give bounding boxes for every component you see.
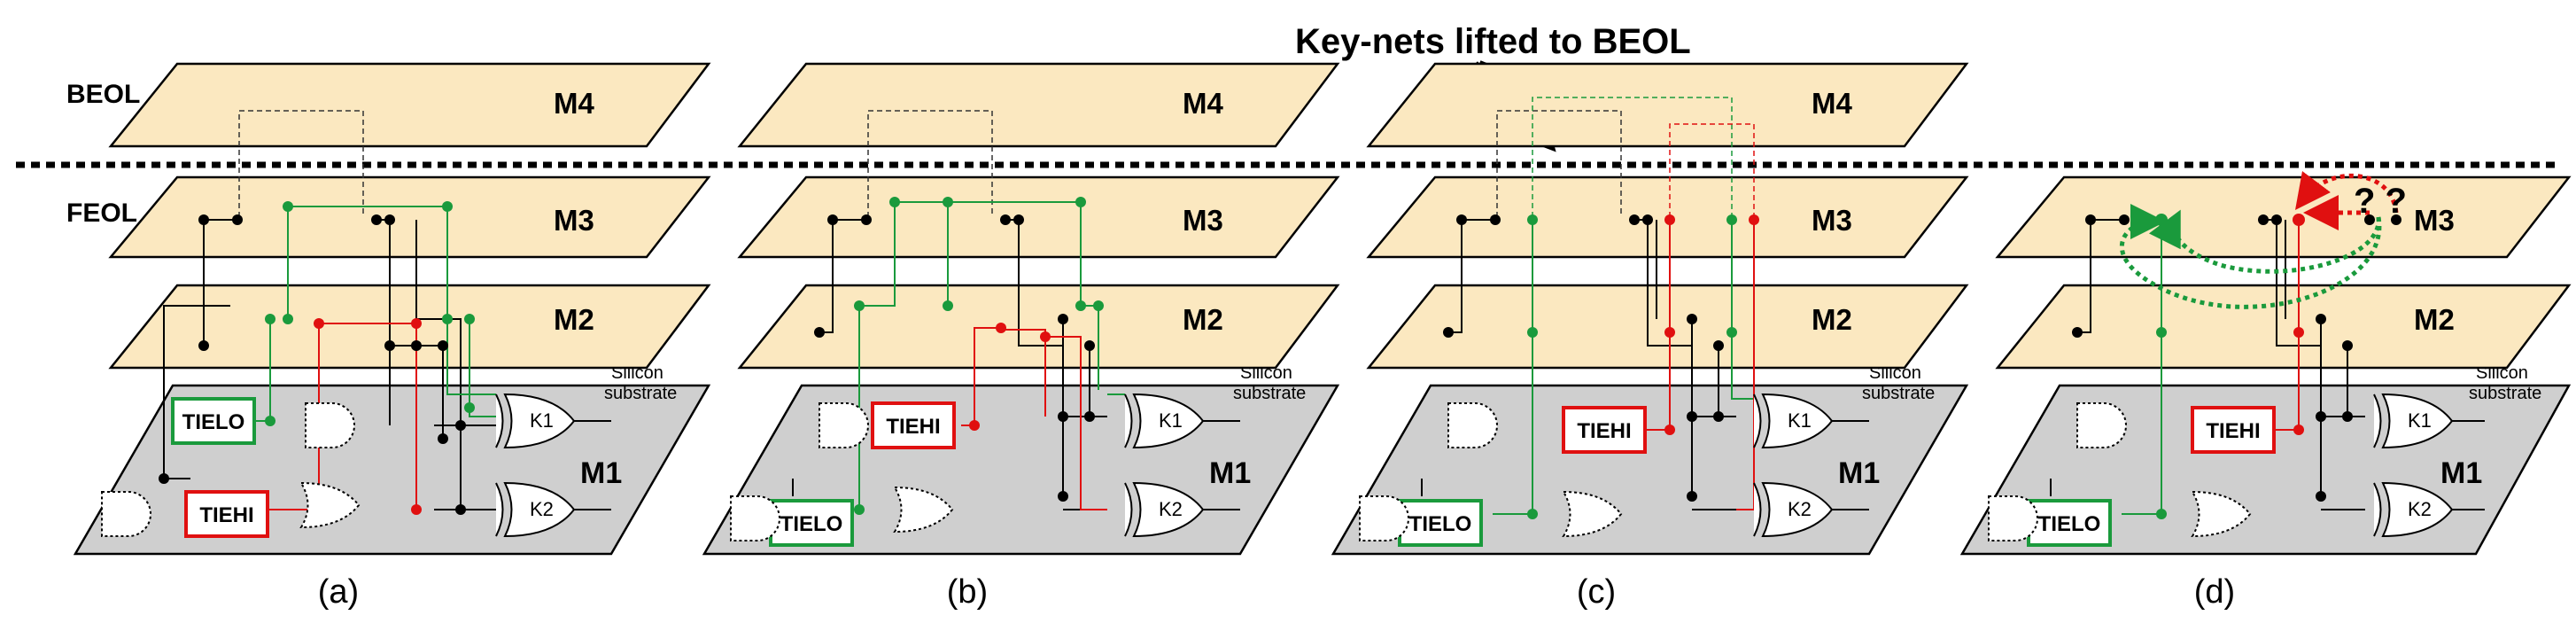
m4-dashed-route-black (1496, 110, 1622, 217)
tie-cell-top (171, 397, 256, 445)
green-guess-arrow (2120, 204, 2382, 309)
m3-layer (108, 175, 711, 259)
m4-dashed-route-red (1669, 123, 1755, 217)
xor-gate-k2 (1753, 481, 1834, 538)
feol-label: FEOL (66, 199, 137, 228)
tie-cell-top (871, 401, 956, 449)
m1-label: M1 (580, 456, 622, 490)
xor-gate-k2 (2373, 481, 2454, 538)
m4-layer (737, 62, 1340, 148)
green-guess-arrow-2 (2148, 209, 2381, 274)
m4-label: M4 (554, 87, 594, 120)
tie-cell-bottom (184, 490, 269, 538)
m3-label: M3 (2414, 204, 2455, 237)
dotted-or-gate (1562, 490, 1623, 538)
tie-cell-top (2191, 406, 2276, 454)
tie-top-label: TIEHI (886, 415, 940, 439)
dotted-and-gate-2 (1988, 495, 2038, 541)
dotted-or-gate (299, 481, 361, 529)
m2-layer (1995, 284, 2572, 370)
red-guess-arrow (2294, 170, 2399, 214)
question-marks: ? ? (2354, 182, 2407, 221)
gate-k2-label: K2 (2408, 498, 2432, 520)
m4-label: M4 (1812, 87, 1852, 120)
panel-d: M1 Silicon substrate M2 M3 ? ? T (1959, 170, 2572, 611)
m4-label: M4 (1183, 87, 1223, 120)
dotted-and-gate (819, 402, 869, 448)
tie-bottom-label: TIELO (2038, 512, 2101, 536)
dotted-or-gate (2191, 490, 2252, 538)
m1-label: M1 (1209, 456, 1251, 490)
tie-bottom-label: TIELO (1409, 512, 1472, 536)
tie-bottom-label: TIEHI (199, 503, 253, 527)
substrate-label: substrate (604, 384, 677, 403)
m1-label: M1 (1838, 456, 1880, 490)
m2-layer (108, 284, 711, 370)
m2-label: M2 (2414, 303, 2455, 336)
key-nets-label: Key-nets lifted to BEOL (1295, 22, 1691, 61)
m2-layer (737, 284, 1340, 370)
xor-gate-k1 (1753, 393, 1834, 449)
beol-label: BEOL (66, 80, 140, 109)
substrate-label: substrate (1233, 384, 1306, 403)
dotted-or-gate (893, 486, 954, 534)
panel-a: M1 Silicon substrate M2 M3 M4 (73, 62, 711, 611)
tie-bottom-label: TIELO (780, 512, 843, 536)
m2-layer (1366, 284, 1969, 370)
gate-k1-label: K1 (2408, 409, 2432, 432)
caption-d: (d) (2194, 573, 2235, 611)
dotted-and-gate-2 (730, 495, 780, 541)
caption-b: (b) (947, 573, 988, 611)
panel-b: M1 Silicon substrate M2 M3 M4 TIEHI T (702, 62, 1340, 611)
tie-top-label: TIELO (182, 410, 245, 434)
gate-k1-label: K1 (1159, 409, 1183, 432)
tie-cell-top (1562, 406, 1647, 454)
m3-layer (1995, 175, 2572, 259)
xor-gate-k1 (495, 393, 576, 449)
gate-k1-label: K1 (1788, 409, 1812, 432)
substrate-label: substrate (2469, 384, 2541, 403)
m2-label: M2 (1812, 303, 1852, 336)
m2-label: M2 (1183, 303, 1223, 336)
gate-k1-label: K1 (530, 409, 554, 432)
m3-label: M3 (1183, 204, 1223, 237)
panel-c: M1 Silicon substrate M2 M3 M4 TIEHI (1331, 62, 1969, 611)
gate-k2-label: K2 (1788, 498, 1812, 520)
tie-top-label: TIEHI (1577, 419, 1631, 443)
substrate-label: substrate (1862, 384, 1935, 403)
tie-top-label: TIEHI (2206, 419, 2260, 443)
dotted-and-gate-2 (1359, 495, 1409, 541)
gate-k2-label: K2 (1159, 498, 1183, 520)
gate-k2-label: K2 (530, 498, 554, 520)
m3-label: M3 (1812, 204, 1852, 237)
m3-label: M3 (554, 204, 594, 237)
xor-gate-k2 (495, 481, 576, 538)
dotted-and-gate (305, 402, 355, 448)
xor-gate-k1 (1124, 393, 1205, 449)
m4-dashed-route (238, 110, 364, 217)
xor-gate-k1 (2373, 393, 2454, 449)
m1-label: M1 (2440, 456, 2482, 490)
m4-layer (108, 62, 711, 148)
caption-c: (c) (1577, 573, 1616, 611)
dotted-and-gate-2 (101, 491, 151, 537)
black-net (163, 219, 237, 479)
xor-gate-k2 (1124, 481, 1205, 538)
m2-label: M2 (554, 303, 594, 336)
m4-layer (1366, 62, 1969, 148)
dotted-and-gate (1447, 402, 1498, 448)
m3-layer (737, 175, 1340, 259)
m4-dashed-route (867, 110, 993, 217)
dotted-and-gate (2076, 402, 2127, 448)
caption-a: (a) (318, 573, 359, 611)
tie-cell-bottom (769, 499, 854, 547)
